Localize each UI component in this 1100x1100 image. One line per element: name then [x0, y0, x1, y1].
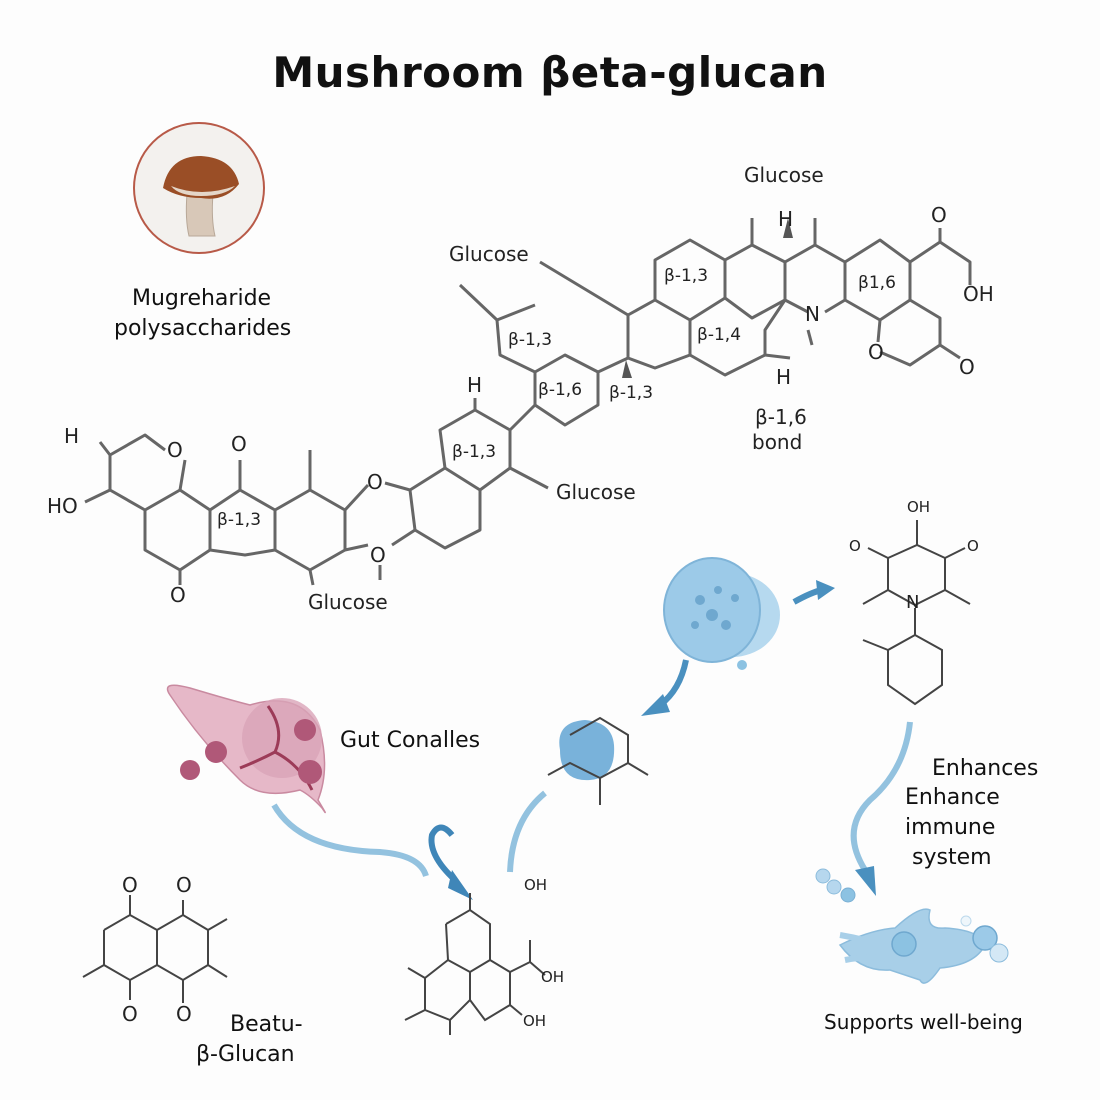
atom-oh: OH — [963, 282, 994, 306]
page-title: Mushroom βeta-glucan — [272, 48, 828, 97]
supports-label: Supports well-being — [824, 1010, 1023, 1034]
source-label-line1: Mugreharide — [132, 286, 272, 311]
macrophage-icon — [815, 868, 1009, 984]
ring-label: β-1,6 — [538, 380, 583, 400]
atom-o: O — [959, 355, 975, 379]
mushroom-icon — [163, 156, 239, 237]
bond-note-line2: bond — [752, 430, 803, 454]
mushroom-badge — [133, 122, 265, 254]
atom-h: H — [778, 207, 794, 231]
phenalene-molecule — [404, 893, 546, 1035]
glucan-label-line1: Beatu- — [230, 1012, 303, 1037]
ring-label: β-1,3 — [452, 442, 497, 462]
ring-label: β-1,4 — [697, 325, 742, 345]
atom-o: O — [122, 873, 138, 897]
atom-o: O — [370, 543, 386, 567]
ring-label: β-1,3 — [609, 383, 654, 403]
gut-cell-icon — [166, 684, 326, 814]
gut-cells-label: Gut Conalles — [340, 728, 481, 753]
atom-oh: OH — [524, 876, 548, 894]
receptor-blob-icon — [547, 716, 649, 805]
glucose-label-bottom: Glucose — [308, 590, 388, 614]
enhances-line3: immune — [905, 815, 996, 840]
ring-label: β1,6 — [858, 273, 896, 293]
left-ring-system — [84, 218, 972, 586]
glucose-label-top: Glucose — [744, 163, 824, 187]
atom-o: O — [367, 470, 383, 494]
atom-o: O — [170, 583, 186, 607]
atom-oh: OH — [523, 1012, 547, 1030]
atom-h: H — [776, 365, 792, 389]
glucose-label-left: Glucose — [449, 242, 529, 266]
immune-cell-icon — [663, 557, 780, 670]
atom-oh: OH — [541, 968, 565, 986]
naphthoquinone-molecule — [82, 895, 228, 1003]
atom-o: O — [176, 873, 192, 897]
pyridine-molecule — [862, 520, 971, 706]
atom-h: H — [467, 373, 483, 397]
atom-n: N — [906, 592, 920, 613]
ring-label: β-1,3 — [664, 266, 709, 286]
atom-oh: OH — [907, 498, 931, 516]
ring-label: β-1,3 — [508, 330, 553, 350]
enhances-line2: Enhance — [905, 785, 1000, 810]
glucose-label-mid: Glucose — [556, 480, 636, 504]
atom-o: O — [868, 340, 884, 364]
enhances-line1: Enhances — [932, 756, 1039, 781]
enhances-line4: system — [912, 845, 992, 870]
atom-ho: HO — [47, 494, 78, 518]
atom-o: O — [931, 203, 947, 227]
atom-o: O — [167, 438, 183, 462]
atom-o: O — [122, 1002, 138, 1026]
atom-h: H — [64, 424, 80, 448]
bond-note-line1: β-1,6 — [755, 405, 807, 429]
atom-o: O — [231, 432, 247, 456]
atom-n: N — [805, 302, 820, 326]
glucan-label-line2: β-Glucan — [196, 1042, 295, 1067]
atom-o: O — [176, 1002, 192, 1026]
ring-label: β-1,3 — [217, 510, 262, 530]
atom-o: O — [849, 537, 861, 555]
source-label-line2: polysaccharides — [114, 316, 292, 341]
atom-o: O — [967, 537, 979, 555]
